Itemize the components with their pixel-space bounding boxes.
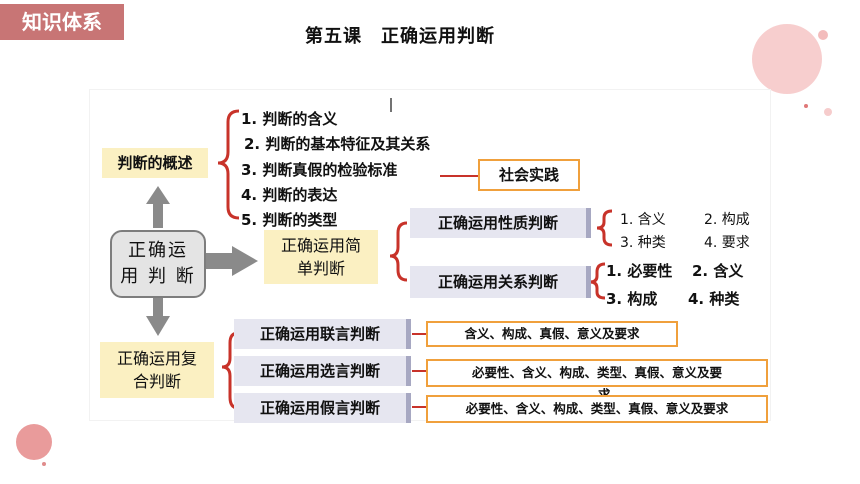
relation-item-3: 3. 构成 (606, 290, 658, 308)
conjunctive-detail-box: 含义、构成、真假、意义及要求 (426, 321, 678, 347)
overview-item-1: 1. 判断的含义 (241, 110, 338, 128)
disjunctive-judgement-label: 正确运用选言判断 (234, 356, 411, 386)
disjunctive-detail-box: 必要性、含义、构成、类型、真假、意义及要 (426, 359, 768, 387)
center-line-2: 用 判 断 (120, 266, 196, 287)
overview-item-2: 2. 判断的基本特征及其关系 (244, 135, 431, 153)
simple-judgement-box: 正确运用简 单判断 (264, 230, 378, 284)
conjunctive-judgement-label: 正确运用联言判断 (234, 319, 411, 349)
compound-line-1: 正确运用复 (116, 349, 197, 368)
center-node: 正确运 用 判 断 (110, 230, 206, 298)
property-item-4: 4. 要求 (704, 235, 750, 251)
compound-judgement-box: 正确运用复 合判断 (100, 342, 214, 398)
simple-line-1: 正确运用简 (280, 236, 361, 255)
relation-item-1: 1. 必要性 (606, 262, 673, 280)
hypothetical-detail-box: 必要性、含义、构成、类型、真假、意义及要求 (426, 395, 768, 423)
practice-box: 社会实践 (478, 159, 580, 191)
section-tag: 知识体系 (0, 4, 124, 40)
overview-item-4: 4. 判断的表达 (241, 186, 338, 204)
decor-circle-bottom (16, 424, 52, 460)
hypothetical-judgement-label: 正确运用假言判断 (234, 393, 411, 423)
simple-line-2: 单判断 (296, 259, 345, 278)
decor-circle-large (752, 24, 822, 94)
property-item-1: 1. 含义 (620, 212, 666, 228)
compound-line-2: 合判断 (132, 372, 181, 391)
center-line-1: 正确运 (128, 240, 188, 261)
decor-dot (804, 104, 808, 108)
page-title: 第五课 正确运用判断 (305, 26, 495, 47)
relation-item-2: 2. 含义 (692, 262, 744, 280)
property-item-2: 2. 构成 (704, 212, 750, 228)
decor-circle-small (818, 30, 828, 40)
overview-label: 判断的概述 (102, 148, 208, 178)
decor-dot (824, 108, 832, 116)
overview-item-3: 3. 判断真假的检验标准 (241, 161, 398, 179)
overview-item-5: 5. 判断的类型 (241, 211, 338, 229)
property-item-3: 3. 种类 (620, 235, 666, 251)
relation-item-4: 4. 种类 (688, 290, 740, 308)
decor-dot (42, 462, 46, 466)
property-judgement-label: 正确运用性质判断 (410, 208, 591, 238)
relation-judgement-label: 正确运用关系判断 (410, 266, 591, 298)
